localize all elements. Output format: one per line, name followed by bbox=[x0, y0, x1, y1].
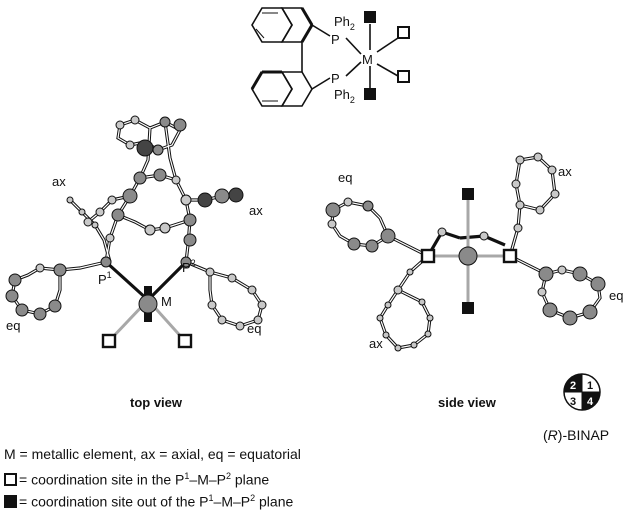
legend-line-out-of-plane: = coordination site out of the P1–M–P2 p… bbox=[4, 489, 293, 511]
top-view-site-in-left bbox=[101, 333, 117, 349]
side-view-site-in-left bbox=[420, 248, 436, 264]
scheme-site-in-top bbox=[397, 26, 410, 39]
naphthyl-ring-upper-right bbox=[280, 7, 313, 43]
side-view-site-out-bottom bbox=[462, 302, 474, 314]
scheme-p-top: P bbox=[331, 32, 340, 47]
top-view-p2-label: P2 bbox=[182, 258, 196, 275]
top-view-site-in-right bbox=[177, 333, 193, 349]
top-view-bonds-inner bbox=[11, 119, 263, 327]
top-view-caption: top view bbox=[130, 395, 183, 410]
open-square-icon bbox=[4, 472, 17, 486]
binap-scheme bbox=[250, 7, 399, 107]
scheme-site-out-top bbox=[364, 11, 376, 23]
quadrant-1: 1 bbox=[587, 380, 593, 392]
legend-line-in-plane: = coordination site in the P1–M–P2 plane bbox=[4, 467, 269, 489]
side-view-site-out-top bbox=[462, 188, 474, 200]
filled-square-icon bbox=[4, 494, 17, 508]
top-view-ax-label-left: ax bbox=[52, 174, 66, 189]
top-view-eq-label-right: eq bbox=[247, 321, 261, 336]
scheme-site-out-bottom bbox=[364, 88, 376, 100]
scheme-ph2-top: Ph2 bbox=[334, 14, 355, 32]
binap-label: (R)-BINAP bbox=[543, 427, 610, 443]
binap-figure: P P M Ph2 Ph2 bbox=[5, 7, 623, 411]
top-view-metal-label: M bbox=[161, 294, 172, 309]
side-view-atoms bbox=[325, 152, 606, 352]
quadrant-4: 4 bbox=[587, 396, 594, 408]
top-view-p1-label: P1 bbox=[98, 270, 112, 287]
top-view-ax-label-right: ax bbox=[249, 203, 263, 218]
side-view-ax-label-right: ax bbox=[558, 164, 572, 179]
scheme-p-bottom: P bbox=[331, 71, 340, 86]
binap-quadrant-icon: 2 1 3 4 bbox=[563, 373, 601, 411]
scheme-site-in-bottom bbox=[397, 70, 410, 83]
legend-line-definitions: M = metallic element, ax = axial, eq = e… bbox=[4, 446, 301, 462]
side-view-caption: side view bbox=[438, 395, 497, 410]
quadrant-3: 3 bbox=[570, 396, 576, 408]
naphthyl-ring-lower-right bbox=[280, 71, 313, 107]
top-view-model bbox=[5, 115, 267, 349]
quadrant-2: 2 bbox=[570, 380, 576, 392]
side-view-eq-label-left: eq bbox=[338, 170, 352, 185]
side-view-site-in-right bbox=[502, 248, 518, 264]
side-view-ax-label-left: ax bbox=[369, 336, 383, 351]
side-view-model bbox=[325, 152, 606, 352]
side-view-eq-label-right: eq bbox=[609, 288, 623, 303]
scheme-metal: M bbox=[362, 52, 373, 67]
top-view-atoms bbox=[5, 115, 267, 331]
top-view-eq-label-left: eq bbox=[6, 318, 20, 333]
scheme-ph2-bottom: Ph2 bbox=[334, 87, 355, 105]
